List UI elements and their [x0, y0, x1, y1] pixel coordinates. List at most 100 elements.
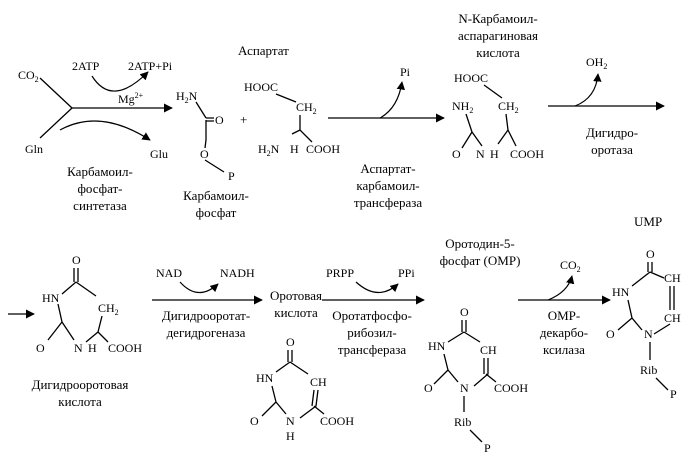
ump-ch-upper: CH — [664, 271, 681, 285]
asp-h: H — [290, 142, 299, 156]
cp-o: O — [215, 113, 224, 127]
nca-name-line3: кислота — [476, 45, 520, 60]
omp-structure: Оротодин-5- фосфат (ОМР) O HN CH O N COO… — [424, 236, 528, 455]
step6-omp-decarboxylase: CO2 ОМР- декарбо- ксилаза — [518, 258, 611, 357]
enzyme1-line3: синтетаза — [73, 198, 127, 213]
asp-h2n: H2N — [258, 142, 280, 158]
prpp-label: PRPP — [326, 266, 354, 280]
omp-n: N — [460, 381, 469, 395]
ump-ch-lower: CH — [664, 311, 681, 325]
omp-ch: CH — [480, 343, 497, 357]
pi-label: Pi — [400, 65, 411, 79]
carbamoyl-phosphate-structure: H2N O P O Карбамоил- фосфат — [176, 89, 249, 220]
omp-p: P — [484, 441, 491, 455]
step4-dihydroorotate-dehydrogenase: NAD NADH Дигидрооротат- дегидрогеназа — [152, 266, 263, 340]
nca-name-line2: аспарагиновая — [458, 28, 538, 43]
ppi-label: PPi — [398, 266, 415, 280]
ump-p: P — [670, 387, 677, 401]
dihydroorotate-structure: O HN CH2 O N H COOH Дигидрооротовая кисл… — [32, 253, 143, 409]
co2-curve-arrow — [547, 275, 575, 301]
dho-o-top: O — [72, 253, 81, 267]
gln-label: Gln — [25, 142, 43, 156]
nca-hooc: HOOC — [454, 71, 488, 85]
cp-bonds — [195, 101, 225, 173]
dho-h: H — [88, 341, 97, 355]
step5-orotate-phosphoribosyltransferase: PRPP PPi Оротатфосфо- рибозил- трансфера… — [322, 266, 425, 357]
atp-in-label: 2ATP — [72, 59, 100, 73]
step3-dihydroorotase: OH2 Дигидро- оротаза — [548, 55, 665, 157]
enzyme5-line3: трансфераза — [338, 342, 407, 357]
n-carbamoyl-aspartate-structure: N-Карбамоил- аспарагиновая кислота HOOC … — [452, 11, 544, 161]
nca-name-line1: N-Карбамоил- — [458, 11, 537, 26]
nca-bonds — [461, 84, 517, 149]
oro-n: N — [286, 414, 295, 428]
nca-o: O — [452, 147, 461, 161]
nca-ch2: CH2 — [498, 99, 519, 115]
dho-cooh: COOH — [108, 341, 142, 355]
omp-rib: Rib — [454, 415, 471, 429]
omp-hn: HN — [428, 339, 446, 353]
asp-bonds — [275, 93, 313, 143]
dho-hn: HN — [42, 291, 60, 305]
ump-o: O — [606, 327, 615, 341]
oro-hn: HN — [256, 371, 274, 385]
nad-curve-arrow — [179, 281, 219, 294]
enzyme6-line1: ОМР- — [548, 308, 581, 323]
ump-structure: UMP O HN CH CH O N Rib P — [606, 214, 681, 401]
step2-aspartate-carbamoyltransferase: Pi Аспартат- карбамоил- трансфераза — [328, 65, 445, 210]
omp-cooh: COOH — [494, 381, 528, 395]
oro-o-top: O — [286, 335, 295, 349]
prpp-curve-arrow — [355, 281, 399, 294]
glu-label: Glu — [150, 147, 168, 161]
ump-bonds — [617, 262, 675, 391]
cp-h2n: H2N — [176, 89, 198, 105]
atp-curve-arrow — [91, 71, 149, 92]
dho-bonds — [47, 268, 109, 343]
co2-label: CO2 — [18, 68, 39, 84]
dho-n: N — [74, 341, 83, 355]
dho-ch2: CH2 — [98, 301, 119, 317]
oro-bonds — [261, 350, 325, 419]
omp-bonds — [433, 320, 497, 443]
asp-ch2: CH2 — [296, 100, 317, 116]
atp-out-label: 2ATP+Pi — [128, 59, 173, 73]
gln-glu-curve-arrow — [59, 120, 151, 141]
enzyme5-line1: Оротатфосфо- — [332, 308, 412, 323]
asp-cooh: COOH — [306, 142, 340, 156]
orotate-name-line1: Оротовая — [270, 288, 322, 303]
aspartate-structure: Аспартат HOOC CH2 H2N H COOH — [238, 43, 340, 158]
enzyme2-line3: трансфераза — [354, 195, 423, 210]
plus-sign: + — [240, 112, 247, 127]
ump-o-top: O — [646, 247, 655, 261]
enzyme2-line1: Аспартат- — [360, 161, 415, 176]
asp-hooc: HOOC — [244, 80, 278, 94]
mg-label: Mg2+ — [118, 91, 144, 106]
omp-o-top: O — [460, 305, 469, 319]
dho-name-line2: кислота — [58, 394, 102, 409]
enzyme4-line2: дегидрогеназа — [167, 325, 246, 340]
enzyme2-line2: карбамоил- — [356, 178, 419, 193]
nad-label: NAD — [156, 266, 182, 280]
ump-hn: HN — [612, 285, 630, 299]
converging-lines — [39, 77, 73, 139]
pi-curve-arrow — [379, 81, 405, 119]
cp-name-line2: фосфат — [196, 205, 237, 220]
enzyme6-line2: декарбо- — [540, 325, 588, 340]
nca-n: N — [476, 147, 485, 161]
omp-o: O — [424, 381, 433, 395]
ump-n: N — [644, 327, 653, 341]
oro-ch: CH — [310, 375, 327, 389]
cp-p: P — [228, 169, 235, 183]
nadh-label: NADH — [220, 266, 255, 280]
nca-cooh: COOH — [510, 147, 544, 161]
oh2-label: OH2 — [586, 55, 607, 71]
oro-cooh: COOH — [320, 414, 354, 428]
ump-name: UMP — [634, 214, 662, 229]
nca-h: H — [490, 147, 499, 161]
orotate-name-line2: кислота — [274, 305, 318, 320]
orotate-structure: Оротовая кислота O HN CH O N H COOH — [250, 288, 354, 443]
aspartate-name: Аспартат — [238, 43, 289, 58]
cp-name-line1: Карбамоил- — [183, 188, 249, 203]
step1-carbamoyl-phosphate-synthetase: CO2 2ATP 2ATP+Pi Mg2+ Gln Glu Карбамоил-… — [18, 59, 173, 213]
